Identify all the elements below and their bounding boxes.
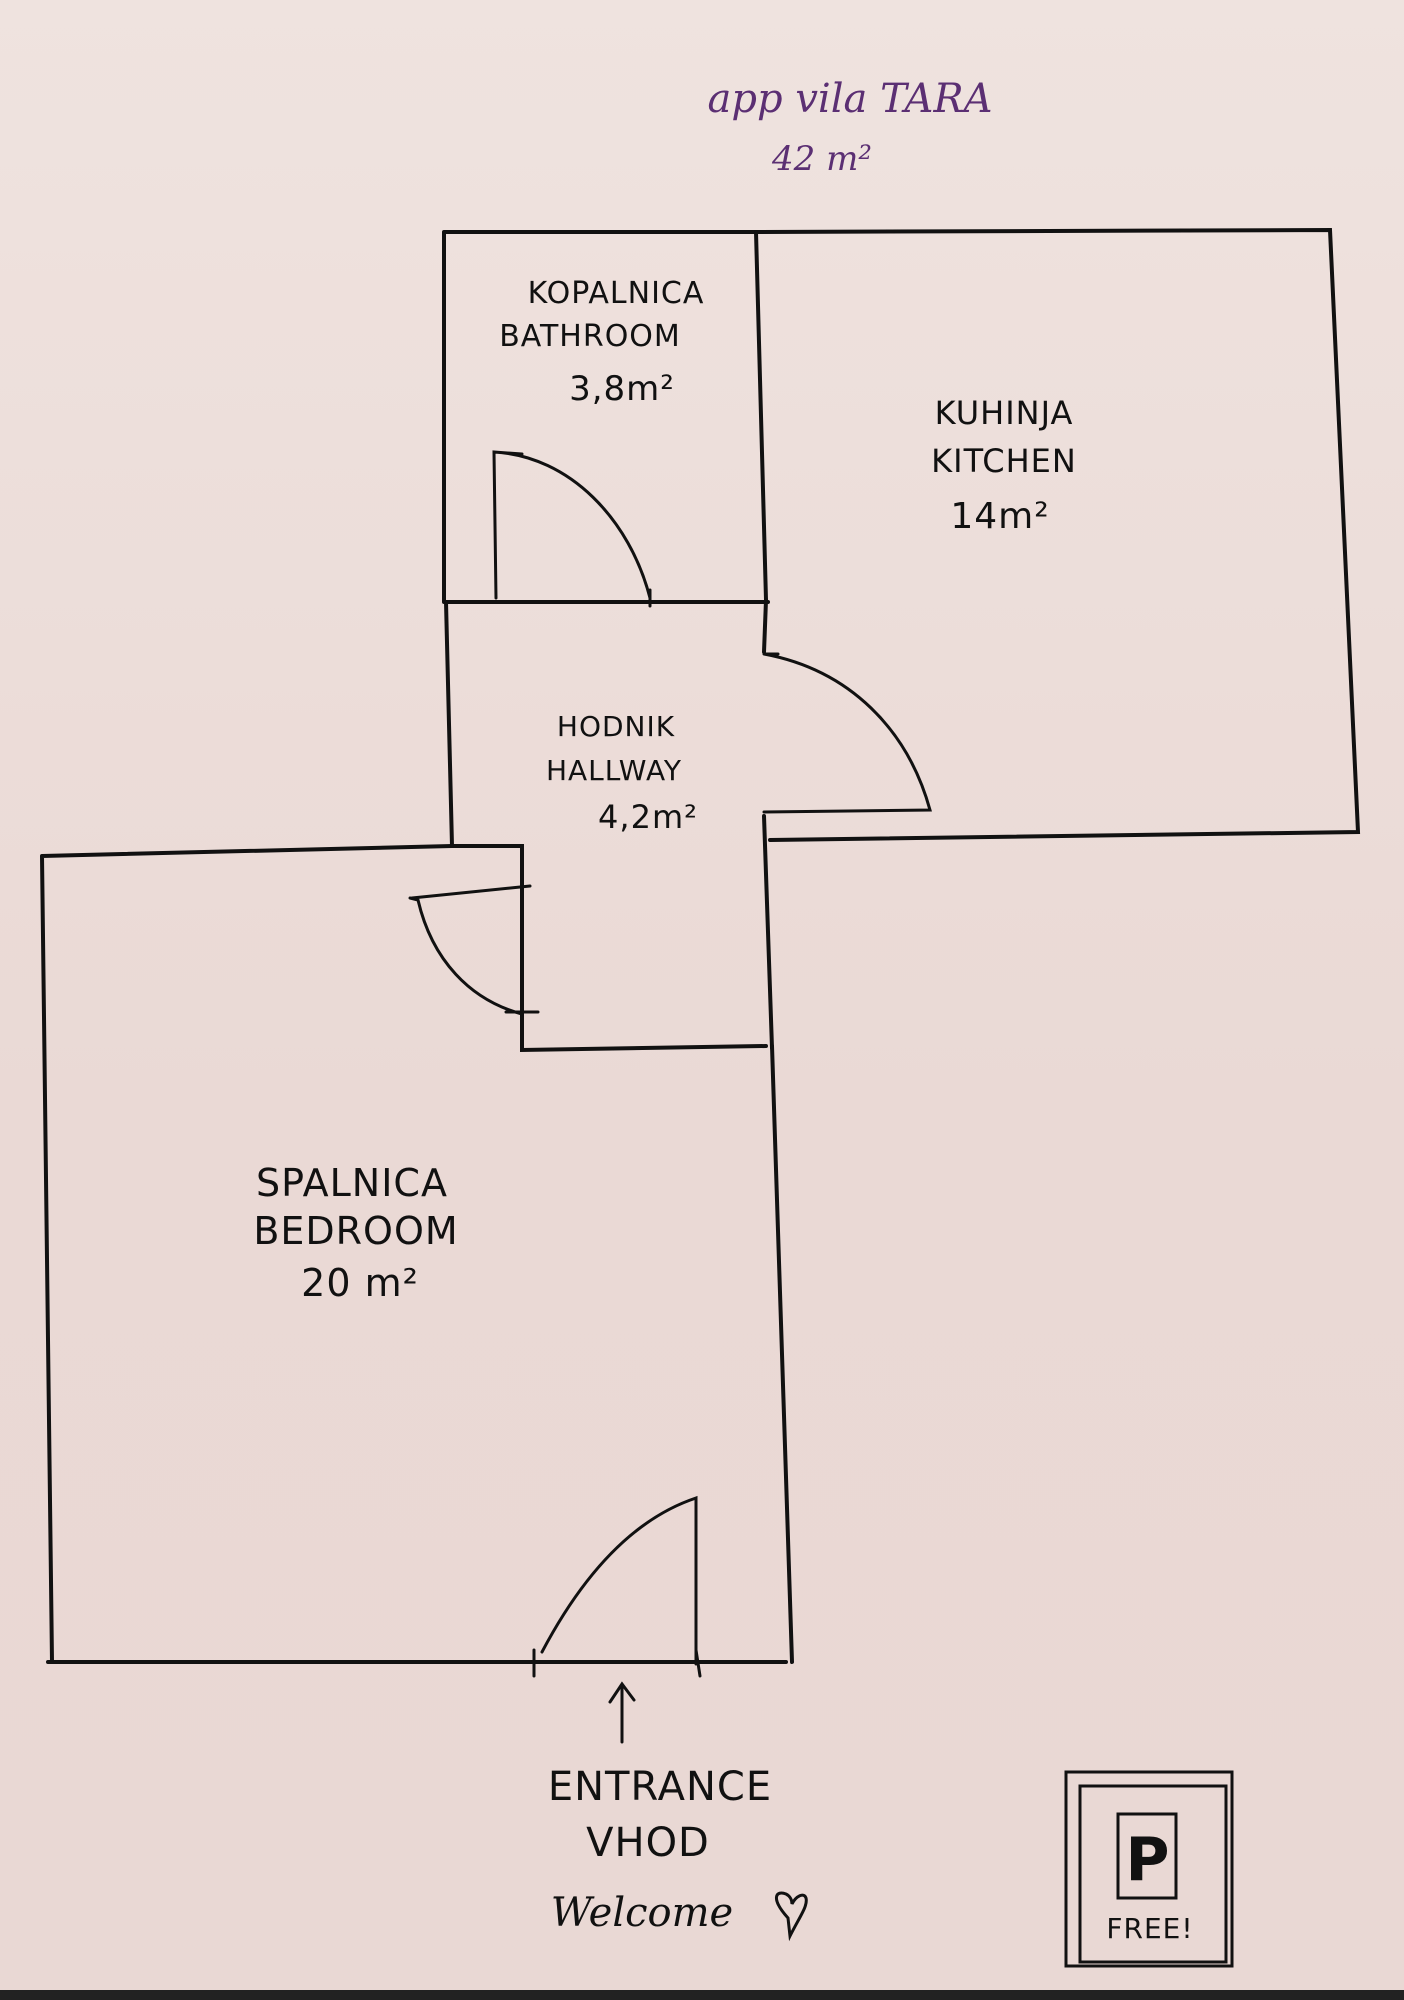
bathroom-label: KOPALNICA BATHROOM 3,8m² xyxy=(499,276,705,409)
bathroom-door-swing xyxy=(492,450,652,608)
entrance-label-local: VHOD xyxy=(586,1820,710,1866)
parking-sign: P FREE! xyxy=(1064,1770,1234,1968)
hallway-name-en: HALLWAY xyxy=(546,754,682,787)
kitchen-name-local: KUHINJA xyxy=(935,394,1074,432)
kitchen-name-en: KITCHEN xyxy=(931,442,1077,480)
entrance-arrow-icon xyxy=(608,1681,636,1744)
parking-symbol-box xyxy=(1116,1812,1178,1900)
hallway-name-local: HODNIK xyxy=(557,710,675,743)
hallway-walls xyxy=(444,600,774,1053)
bathroom-name-en: BATHROOM xyxy=(499,319,681,354)
parking-sign-inner-frame xyxy=(1078,1784,1228,1964)
bathroom-name-local: KOPALNICA xyxy=(528,276,705,311)
bedroom-name-en: BEDROOM xyxy=(253,1209,458,1253)
bathroom-area: 3,8m² xyxy=(569,369,675,409)
bedroom-door-swing xyxy=(408,884,540,1016)
plan-total-area: 42 m² xyxy=(771,139,872,179)
photo-bottom-edge xyxy=(0,1990,1404,2000)
hallway-area: 4,2m² xyxy=(598,798,698,836)
kitchen-door-swing xyxy=(762,652,932,814)
plan-title: app vila TARA xyxy=(708,76,993,122)
bedroom-name-local: SPALNICA xyxy=(256,1161,448,1205)
parking-label: FREE! xyxy=(1106,1912,1193,1945)
bedroom-area: 20 m² xyxy=(301,1261,419,1305)
kitchen-walls xyxy=(754,227,1361,842)
entrance-door-swing xyxy=(532,1495,702,1678)
hallway-label: HODNIK HALLWAY 4,2m² xyxy=(546,710,698,836)
kitchen-area: 14m² xyxy=(950,496,1049,537)
entrance-label-en: ENTRANCE xyxy=(548,1764,772,1810)
bedroom-label: SPALNICA BEDROOM 20 m² xyxy=(253,1161,458,1305)
welcome-text: Welcome xyxy=(551,1890,733,1936)
bathroom-walls xyxy=(442,230,770,604)
kitchen-label: KUHINJA KITCHEN 14m² xyxy=(931,394,1077,537)
heart-icon xyxy=(775,1891,808,1942)
parking-sign-outer-frame xyxy=(1064,1770,1234,1968)
parking-symbol: P xyxy=(1126,1825,1171,1895)
bedroom-walls xyxy=(40,844,794,1664)
